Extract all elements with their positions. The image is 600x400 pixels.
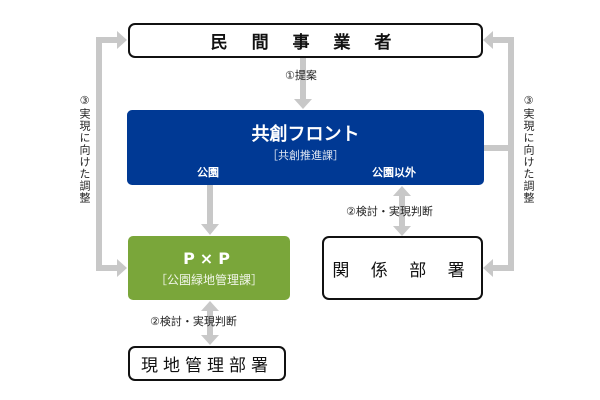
review-right-label: ②検討・実現判断: [346, 205, 433, 218]
cocreation-front-box: 共創フロント ［共創推進課］ 公園 公園以外: [127, 110, 484, 185]
front-kankei-arrow-head-up: [393, 186, 411, 196]
private-operator-box: 民 間 事 業 者: [128, 23, 483, 58]
left-coordination-bottom-head: [117, 259, 127, 277]
pxp-genchi-arrow-head-down: [201, 335, 219, 345]
pxp-genchi-arrow-shaft: [207, 310, 213, 336]
related-departments-label: 関 係 部 署: [332, 260, 473, 281]
cocreation-front-subtitle: ［共創推進課］: [267, 149, 344, 162]
left-coordination-top-arm: [96, 37, 118, 43]
pxp-box: P×P ［公園緑地管理課］: [128, 236, 290, 300]
private-operator-label: 民 間 事 業 者: [210, 33, 401, 53]
proposal-label: ①提案: [285, 69, 317, 82]
right-coordination-top-head: [483, 31, 493, 49]
review-left-label: ②検討・実現判断: [150, 315, 237, 328]
right-coordination-top-arm: [492, 37, 514, 43]
front-kankei-arrow-head-down: [393, 226, 411, 236]
coordination-right-label: ③実現に向けた調整: [522, 94, 535, 204]
proposal-arrow-head: [294, 99, 312, 109]
left-coordination-line: [96, 37, 102, 271]
pxp-title: P×P: [183, 248, 235, 268]
coordination-left-label: ③実現に向けた調整: [78, 94, 91, 204]
related-departments-box: 関 係 部 署: [322, 236, 483, 300]
pxp-genchi-arrow-head-up: [201, 301, 219, 311]
right-coordination-bottom-arm: [492, 265, 514, 271]
left-coordination-top-head: [117, 31, 127, 49]
right-coordination-line: [508, 37, 514, 271]
front-to-pxp-arrow-head: [201, 224, 219, 235]
onsite-management-label: 現地管理部署: [141, 356, 273, 376]
branch-park-label: 公園: [197, 166, 219, 179]
front-to-pxp-arrow-shaft: [207, 185, 213, 225]
proposal-arrow-shaft: [300, 58, 306, 100]
cocreation-front-title: 共創フロント: [251, 124, 360, 145]
onsite-management-box: 現地管理部署: [128, 346, 286, 381]
front-to-right-line: [484, 145, 510, 151]
right-coordination-bottom-head: [483, 259, 493, 277]
branch-non-park-label: 公園以外: [372, 166, 416, 179]
front-kankei-arrow-shaft: [399, 195, 405, 227]
left-coordination-bottom-arm: [96, 265, 118, 271]
pxp-subtitle: ［公園緑地管理課］: [154, 272, 263, 287]
